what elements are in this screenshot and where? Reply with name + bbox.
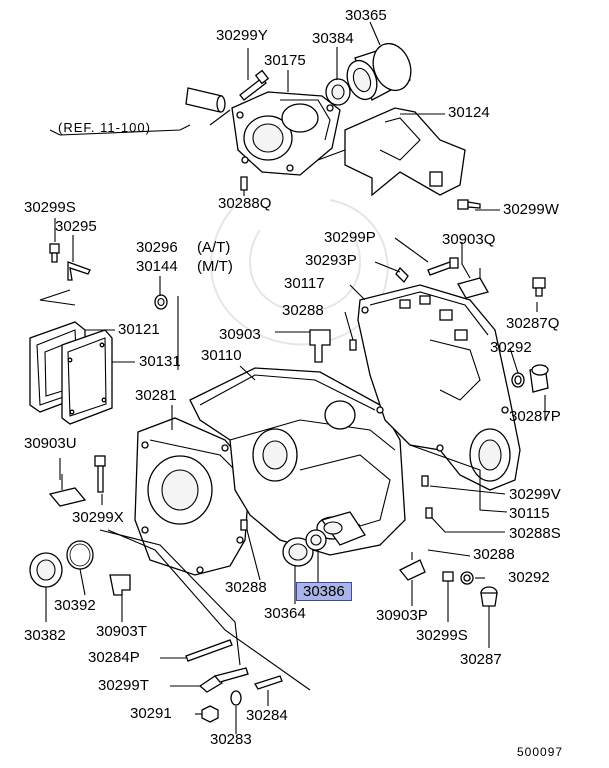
front-case-30281-drawing <box>134 417 251 576</box>
seal-30386-ring-drawing <box>305 529 327 551</box>
callout-30287Q[interactable]: 30287Q <box>506 315 560 332</box>
callout-30287P[interactable]: 30287P <box>509 408 561 425</box>
callout-30382[interactable]: 30382 <box>24 627 66 644</box>
callout-30903T[interactable]: 30903T <box>96 623 147 640</box>
leader-zigzag-30295 <box>39 289 76 306</box>
ring-30392-drawing <box>66 540 94 570</box>
callout-30292-right[interactable]: 30292 <box>490 339 532 356</box>
cover-30365-drawing <box>346 42 412 101</box>
callout-30124[interactable]: 30124 <box>448 104 490 121</box>
reference-note: (REF. 11-100) <box>58 120 151 135</box>
callout-30386-highlighted[interactable]: 30386 <box>296 582 352 601</box>
plug-30287P-drawing <box>529 364 549 393</box>
washer-30292-right-drawing <box>511 372 525 388</box>
stud-30293P-drawing <box>395 266 409 284</box>
bracket-30124-drawing <box>317 107 466 197</box>
callout-30284[interactable]: 30284 <box>246 707 288 724</box>
callout-30281[interactable]: 30281 <box>135 387 177 404</box>
callout-30903P-bottom[interactable]: 30903P <box>376 607 428 624</box>
callout-30287[interactable]: 30287 <box>460 651 502 668</box>
diagram-id: 500097 <box>517 745 564 759</box>
callout-30903[interactable]: 30903 <box>219 326 261 343</box>
callout-30299X[interactable]: 30299X <box>72 509 124 526</box>
bracket-30903-drawing <box>309 329 331 363</box>
callout-30291[interactable]: 30291 <box>130 705 172 722</box>
plug-30296-drawing <box>154 294 168 310</box>
nut-30291-drawing <box>201 705 219 723</box>
bolt-30299T-drawing <box>198 667 249 693</box>
bolt-30299X-drawing <box>94 455 106 493</box>
callout-30283[interactable]: 30283 <box>210 731 252 748</box>
callout-30293P[interactable]: 30293P <box>305 252 357 269</box>
callout-30117[interactable]: 30117 <box>284 275 325 292</box>
pin-ref-drawing <box>185 87 226 113</box>
callout-30292-bottom[interactable]: 30292 <box>508 569 550 586</box>
callout-30288-right[interactable]: 30288 <box>473 546 515 563</box>
sleeve-30386-drawing <box>316 511 366 546</box>
callout-30110[interactable]: 30110 <box>201 347 242 364</box>
callout-30384[interactable]: 30384 <box>312 30 354 47</box>
callout-30299V[interactable]: 30299V <box>509 486 561 503</box>
pin-30288Q-drawing <box>240 176 248 191</box>
case-30110-drawing <box>189 367 406 556</box>
callout-30299Y[interactable]: 30299Y <box>216 27 268 44</box>
callout-30288S[interactable]: 30288S <box>509 525 561 542</box>
plug-30287Q-drawing <box>532 277 546 297</box>
callout-30115[interactable]: 30115 <box>509 505 550 522</box>
seal-30382-drawing <box>29 552 63 588</box>
nut-30283-drawing <box>230 690 242 706</box>
bolt-30299W-drawing <box>457 199 481 210</box>
callout-30903Q[interactable]: 30903Q <box>442 231 496 248</box>
bracket-30903P-bottom-drawing <box>398 552 426 581</box>
bracket-30903U-drawing <box>48 474 87 507</box>
callout-30131[interactable]: 30131 <box>139 353 181 370</box>
seal-30384-drawing <box>325 78 351 106</box>
leader-lines <box>45 21 546 734</box>
callout-30364[interactable]: 30364 <box>264 605 306 622</box>
callout-30175[interactable]: 30175 <box>264 52 306 69</box>
stud-30284P-drawing <box>185 639 233 662</box>
bracket-30903Q-drawing <box>457 268 489 299</box>
callout-30392[interactable]: 30392 <box>54 597 96 614</box>
callout-30284P[interactable]: 30284P <box>88 649 140 666</box>
callout-30299S-top[interactable]: 30299S <box>24 199 76 216</box>
bolt-30299P-top-drawing <box>427 257 459 276</box>
gasket-30131-drawing <box>61 329 113 425</box>
callout-30121[interactable]: 30121 <box>118 321 160 338</box>
washer-30292-bottom-drawing <box>460 571 474 585</box>
callout-30903U[interactable]: 30903U <box>24 435 77 452</box>
note-30296-at: (A/T) <box>197 239 231 256</box>
callout-30295[interactable]: 30295 <box>55 218 97 235</box>
stud-30284-drawing <box>254 675 283 690</box>
callout-30299T[interactable]: 30299T <box>98 677 149 694</box>
callout-30365[interactable]: 30365 <box>345 7 387 24</box>
callout-30288-center[interactable]: 30288 <box>225 579 267 596</box>
key-30295-drawing <box>67 261 91 281</box>
pins-30288-drawing <box>240 339 433 531</box>
callout-30299S-bottom[interactable]: 30299S <box>416 627 468 644</box>
adapter-30175-drawing <box>231 91 341 176</box>
callout-30299P-top[interactable]: 30299P <box>324 229 376 246</box>
bolt-30299S-top-drawing <box>49 243 60 263</box>
callout-30299W[interactable]: 30299W <box>503 201 559 218</box>
rear-case-30117-drawing <box>357 284 521 491</box>
bolt-30299Y-drawing <box>239 69 270 101</box>
callout-30144[interactable]: 30144 <box>136 258 178 275</box>
bolt-30299S-bottom-drawing <box>442 571 454 582</box>
callout-30288-upper[interactable]: 30288 <box>282 302 324 319</box>
callout-30296[interactable]: 30296 <box>136 239 178 256</box>
callout-30288Q[interactable]: 30288Q <box>218 195 272 212</box>
seal-30364-drawing <box>282 537 314 567</box>
bracket-30903T-drawing <box>109 574 131 596</box>
plug-30287-drawing <box>480 586 498 607</box>
note-30144-mt: (M/T) <box>197 258 233 275</box>
